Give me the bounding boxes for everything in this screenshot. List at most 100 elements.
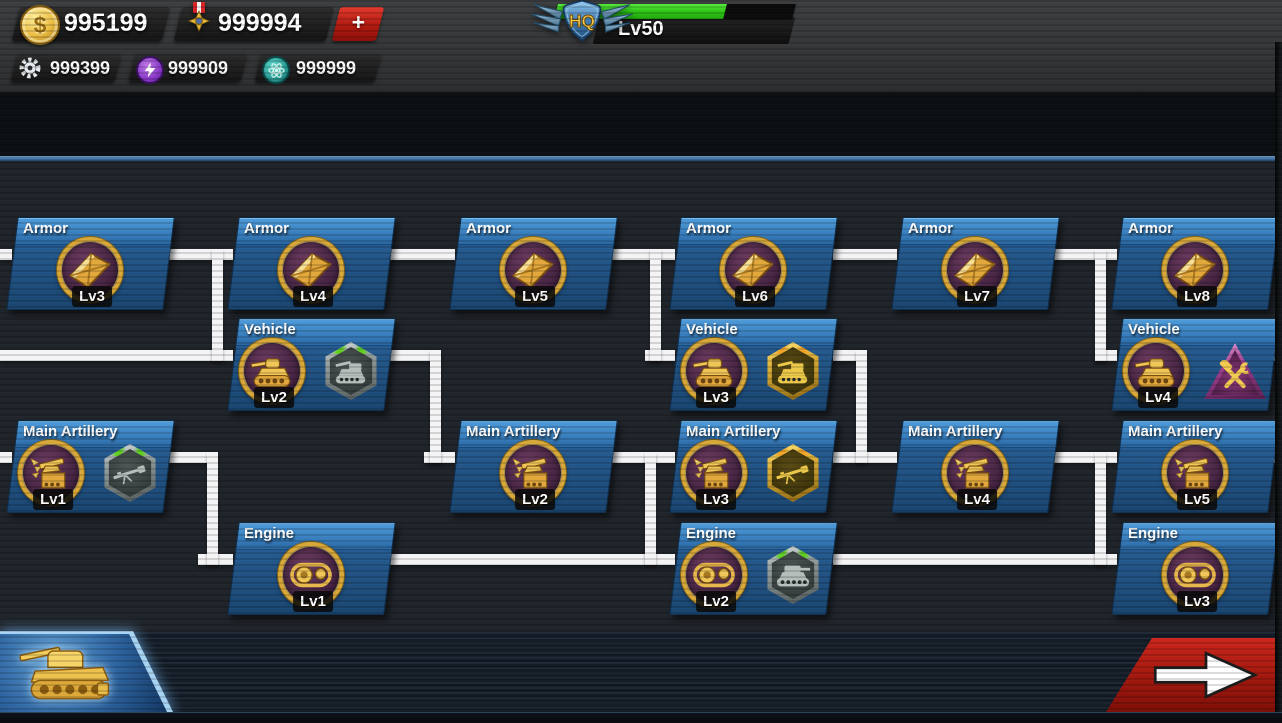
tech-level-badge: Lv4	[1138, 387, 1178, 408]
selected-unit-tab-tank[interactable]	[0, 631, 178, 714]
arrow-right-icon	[1153, 651, 1259, 699]
hq-shield-icon: HQ	[530, 0, 634, 42]
workshop-tools-icon	[1219, 360, 1250, 389]
armor-plate-icon	[57, 237, 123, 303]
tech-connector-line	[1095, 249, 1106, 361]
tech-title: Armor	[466, 220, 512, 237]
tech-level-badge: Lv4	[293, 286, 333, 307]
tech-connector-line	[833, 554, 1117, 565]
tech-connector-line	[1095, 350, 1117, 361]
tech-level-badge: Lv2	[696, 591, 736, 612]
tech-level-badge: Lv2	[254, 387, 294, 408]
scrollbar-track[interactable]	[1275, 42, 1282, 712]
tech-title: Vehicle	[686, 321, 738, 338]
atom-icon	[262, 56, 290, 84]
tech-connector-line	[1095, 452, 1106, 565]
machinegun-unit-icon	[113, 465, 146, 485]
tech-level-badge: Lv3	[696, 387, 736, 408]
tech-level-badge: Lv5	[1177, 489, 1217, 510]
tech-title: Engine	[1128, 525, 1179, 542]
tech-level-badge: Lv6	[735, 286, 775, 307]
tech-connector-line	[390, 249, 455, 260]
tech-connector-line	[0, 249, 12, 260]
tech-title: Armor	[23, 220, 69, 237]
tech-connector-line	[645, 452, 656, 565]
tech-level-badge: Lv5	[515, 286, 555, 307]
heavy-tank-unit-badge-gray	[764, 546, 822, 604]
tech-title: Vehicle	[244, 321, 296, 338]
hq-level-widget[interactable]: Lv50 HQ	[500, 0, 820, 52]
dollar-coin-icon: $	[20, 5, 60, 45]
screen-bottom-edge	[0, 712, 1282, 723]
engine-track-icon	[278, 542, 344, 608]
workshop-triangle-badge	[1204, 343, 1266, 399]
tech-connector-line	[612, 452, 675, 463]
tech-title: Armor	[1128, 220, 1174, 237]
spg-unit-icon	[335, 360, 366, 384]
tech-connector-line	[430, 350, 441, 463]
armor-plate-icon	[1162, 237, 1228, 303]
tech-connector-line	[0, 452, 12, 463]
spg-unit-icon	[777, 360, 808, 384]
tech-connector-line	[390, 350, 441, 361]
tech-connector-line	[390, 554, 675, 565]
tech-title: Armor	[686, 220, 732, 237]
tech-title: Armor	[244, 220, 290, 237]
spg-unit-badge-gold	[764, 342, 822, 400]
tech-level-badge: Lv4	[957, 489, 997, 510]
plus-icon: +	[351, 9, 366, 35]
tech-connector-line	[169, 452, 218, 463]
tech-title: Main Artillery	[23, 423, 118, 440]
tech-level-badge: Lv3	[72, 286, 112, 307]
spg-unit-badge-gray	[322, 342, 380, 400]
gold-tank-icon	[19, 646, 110, 700]
tech-connector-line	[650, 249, 661, 361]
tech-connector-line	[856, 350, 867, 463]
tech-title: Engine	[686, 525, 737, 542]
tech-connector-line	[612, 249, 675, 260]
add-resources-button[interactable]: +	[331, 7, 385, 41]
tech-level-badge: Lv3	[1177, 591, 1217, 612]
gear-icon	[19, 57, 41, 79]
gold-amount: 995199	[64, 9, 148, 37]
tech-title: Main Artillery	[908, 423, 1003, 440]
tech-level-badge: Lv8	[1177, 286, 1217, 307]
tech-connector-line	[833, 350, 867, 361]
tech-connector-line	[169, 249, 233, 260]
lightning-icon	[136, 56, 164, 84]
tech-title: Main Artillery	[466, 423, 561, 440]
energy-amount: 999909	[168, 58, 229, 78]
tech-title: Armor	[908, 220, 954, 237]
tech-title: Main Artillery	[1128, 423, 1223, 440]
top-resource-bar: $ 995199 999994 + 999399 999909	[0, 0, 1282, 92]
industry-amount: 999399	[50, 58, 111, 78]
science-amount: 999999	[296, 58, 357, 78]
tech-connector-line	[0, 350, 233, 361]
tech-connector-line	[833, 249, 897, 260]
heavy-tank-unit-icon	[776, 565, 811, 587]
armor-plate-icon	[942, 237, 1008, 303]
medal-amount: 999994	[218, 9, 302, 37]
tech-level-badge: Lv2	[515, 489, 555, 510]
tech-level-badge: Lv1	[33, 489, 73, 510]
tech-title: Vehicle	[1128, 321, 1180, 338]
tech-connector-line	[207, 452, 218, 565]
